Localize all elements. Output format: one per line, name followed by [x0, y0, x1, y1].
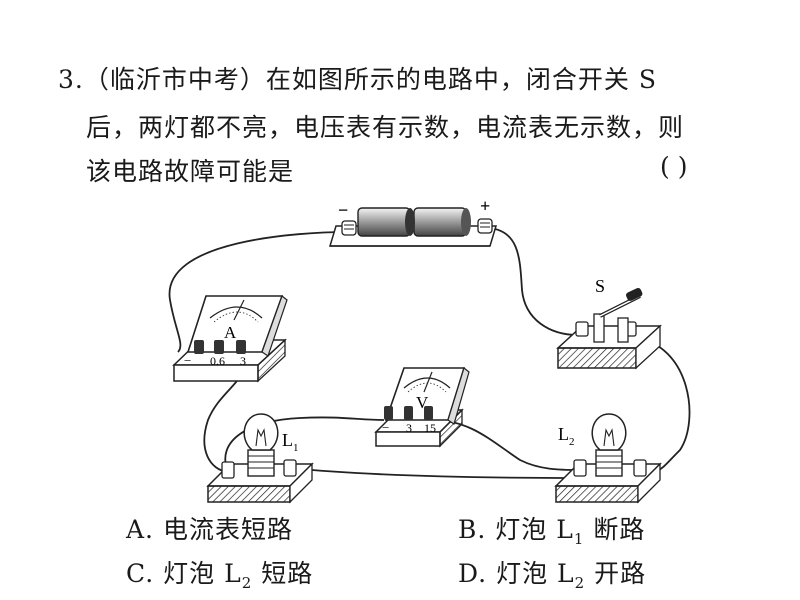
- option-c-letter: C.: [126, 559, 155, 588]
- lamp-l1-label: L1: [282, 430, 299, 454]
- ammeter-terminal-minus: −: [184, 353, 191, 368]
- option-d-sub: 2: [574, 574, 586, 592]
- question-line-1: 3.（临沂市中考）在如图所示的电路中，闭合开关 S: [58, 60, 657, 96]
- question-line-3: 该电路故障可能是: [86, 157, 295, 186]
- option-d-letter: D.: [458, 559, 488, 588]
- ammeter-terminal-3: 3: [240, 354, 246, 368]
- option-c-post: 短路: [252, 559, 314, 588]
- battery-cell-1: [357, 207, 411, 237]
- option-b-sub: 1: [573, 530, 585, 548]
- option-d-post: 开路: [585, 559, 647, 588]
- answer-blank: ( ): [660, 152, 688, 181]
- option-b-letter: B.: [458, 515, 487, 544]
- voltmeter-terminal-3: 3: [406, 421, 412, 435]
- option-c-sub: 2: [241, 574, 253, 592]
- ammeter-label: A: [224, 323, 237, 342]
- ammeter-terminal-knobs: [194, 340, 246, 354]
- battery-terminal-minus: [341, 220, 357, 236]
- option-c-pre: 灯泡 L: [163, 559, 242, 588]
- option-a[interactable]: A. 电流表短路: [126, 510, 293, 546]
- battery-terminal-plus: [477, 218, 493, 234]
- option-b-pre: 灯泡 L: [495, 515, 574, 544]
- ammeter: A − 0.6 3: [172, 295, 288, 383]
- voltmeter-terminal-15: 15: [424, 421, 436, 435]
- lamp-l2: L2: [554, 413, 662, 504]
- option-b[interactable]: B. 灯泡 L1 断路: [458, 510, 645, 548]
- option-d[interactable]: D. 灯泡 L2 开路: [458, 554, 646, 592]
- lamp-l1: L1: [206, 413, 314, 504]
- battery-plus-sign: +: [480, 196, 490, 216]
- battery: − +: [328, 196, 498, 247]
- option-c[interactable]: C. 灯泡 L2 短路: [126, 554, 313, 592]
- option-a-text: 电流表短路: [162, 515, 293, 544]
- option-b-post: 断路: [584, 515, 646, 544]
- ammeter-terminal-0.6: 0.6: [210, 354, 225, 368]
- option-a-letter: A.: [126, 515, 155, 544]
- switch-label: S: [595, 276, 605, 296]
- lamp-l2-label: L2: [558, 424, 575, 448]
- voltmeter-terminal-knobs: [384, 406, 433, 420]
- question-source: （临沂市中考）: [83, 65, 266, 94]
- battery-cell-2: [413, 207, 467, 237]
- question-line-2: 后，两灯都不亮，电压表有示数，电流表无示数，则: [86, 113, 685, 142]
- battery-minus-sign: −: [338, 200, 348, 220]
- voltmeter-terminal-minus: −: [382, 420, 389, 435]
- question-number: 3.: [58, 65, 84, 94]
- voltmeter: V − 3 15: [374, 366, 470, 448]
- switch: S: [556, 276, 662, 370]
- option-d-pre: 灯泡 L: [496, 559, 575, 588]
- question-text-1: 在如图所示的电路中，闭合开关 S: [265, 65, 657, 94]
